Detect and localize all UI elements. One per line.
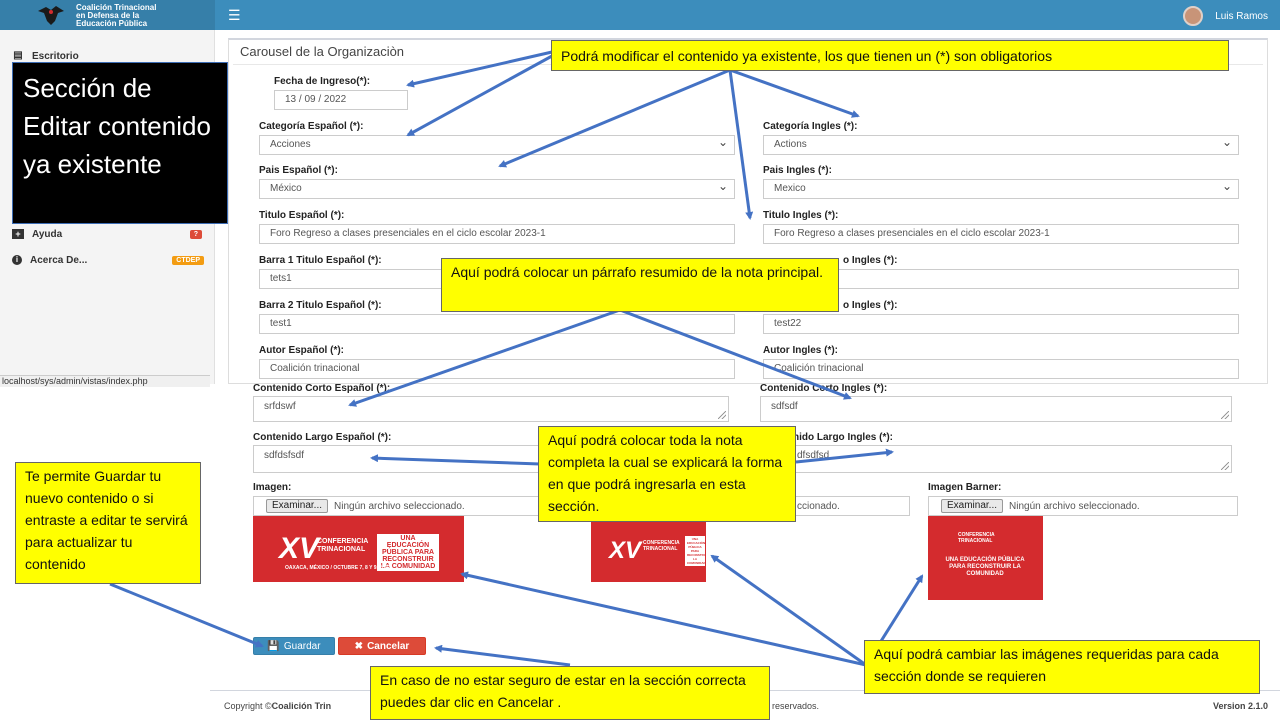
- top-navbar: Coalición Trinacional en Defensa de la E…: [0, 0, 1280, 30]
- banner-image-3: CONFERENCIA TRINACIONAL UNA EDUCACIÓN PÚ…: [928, 516, 1043, 617]
- footer-copyright: Copyright ©Coalición Trin: [224, 701, 331, 711]
- imagen-label: Imagen:: [253, 482, 292, 493]
- cat-es-select[interactable]: Acciones: [259, 135, 735, 155]
- save-button-label: Guardar: [283, 640, 321, 652]
- pais-en-select[interactable]: Mexico: [763, 179, 1239, 199]
- plus-square-icon: +: [12, 229, 24, 239]
- note-images: Aquí podrá cambiar las imágenes requerid…: [864, 640, 1260, 694]
- logo-line-1: Coalición Trinacional: [76, 3, 157, 12]
- pais-es-select[interactable]: México: [259, 179, 735, 199]
- banner-place: OAXACA, MÉXICO / OCTUBRE 7, 8 Y 9, 2022: [285, 565, 391, 571]
- cancel-button-label: Cancelar: [367, 640, 410, 652]
- titulo-es-label: Titulo Español (*):: [259, 210, 345, 221]
- examinar-button[interactable]: Examinar...: [941, 499, 1004, 513]
- user-name: Luis Ramos: [1215, 10, 1268, 22]
- footer-rights: reservados.: [772, 701, 820, 711]
- note-cancel: En caso de no estar seguro de estar en l…: [370, 666, 770, 720]
- avatar: [1183, 6, 1204, 26]
- pais-en-label: Pais Ingles (*):: [763, 165, 832, 176]
- contenido-largo-en-textarea[interactable]: dfsdfsd: [760, 445, 1232, 473]
- contenido-corto-en-textarea[interactable]: sdfsdf: [760, 396, 1232, 422]
- user-menu[interactable]: Luis Ramos: [1183, 6, 1268, 26]
- barra2-es-label: Barra 2 Titulo Español (*):: [259, 300, 382, 311]
- banner-image-2: XV CONFERENCIA TRINACIONAL UNA EDUCACIÓN…: [591, 516, 706, 582]
- barra2-es-input[interactable]: test1: [259, 314, 735, 334]
- page-title: Carousel de la Organizaciòn: [240, 44, 405, 59]
- cat-es-label: Categoría Español (*):: [259, 121, 364, 132]
- logo-text: Coalición Trinacional en Defensa de la E…: [76, 4, 156, 28]
- banner-number: XV: [609, 537, 642, 564]
- copyright-prefix: Copyright ©: [224, 701, 272, 711]
- note-full-content: Aquí podrá colocar toda la nota completa…: [538, 426, 796, 522]
- sidebar-item-acerca[interactable]: i Acerca De... CTDEP: [12, 252, 204, 268]
- titulo-en-label: Titulo Ingles (*):: [763, 210, 839, 221]
- fecha-label: Fecha de Ingreso(*):: [274, 76, 371, 87]
- banner-slogan: UNA EDUCACIÓN PÚBLICA PARA RECONSTRUIR L…: [685, 536, 706, 566]
- imagen-barner-file-input[interactable]: Examinar... Ningún archivo seleccionado.: [928, 496, 1238, 516]
- barra2-en-label: o Ingles (*):: [843, 300, 898, 311]
- autor-es-input[interactable]: Coalición trinacional: [259, 359, 735, 379]
- contenido-corto-es-label: Contenido Corto Español (*):: [253, 383, 391, 394]
- logo-line-2: en Defensa de la: [76, 11, 140, 20]
- fecha-input[interactable]: 13 / 09 / 2022: [274, 90, 408, 110]
- sidebar-item-ayuda[interactable]: + Ayuda ?: [12, 226, 204, 242]
- file-status: Ningún archivo seleccionado.: [1009, 500, 1140, 512]
- cancel-circle-icon: ✖: [354, 640, 364, 652]
- cat-en-label: Categoría Ingles (*):: [763, 121, 858, 132]
- contenido-largo-es-label: Contenido Largo Español (*):: [253, 432, 392, 443]
- banner-conf: CONFERENCIA TRINACIONAL: [643, 540, 680, 552]
- imagen-barner-label: Imagen Barner:: [928, 482, 1002, 493]
- examinar-button[interactable]: Examinar...: [266, 499, 329, 513]
- sidebar-item-escritorio[interactable]: ▤ Escritorio: [12, 48, 204, 64]
- note-summary: Aquí podrá colocar un párrafo resumido d…: [441, 258, 839, 312]
- note-save: Te permite Guardar tu nuevo contenido o …: [15, 462, 201, 584]
- info-icon: i: [12, 255, 22, 265]
- cancel-button[interactable]: ✖ Cancelar: [338, 637, 426, 655]
- banner-footer-strip: [928, 600, 1043, 617]
- eagle-logo-icon: [38, 6, 64, 25]
- banner-slogan: UNA EDUCACIÓN PÚBLICA PARA RECONSTRUIR L…: [377, 534, 439, 571]
- banner-conf: CONFERENCIA TRINACIONAL: [958, 532, 995, 544]
- imagen-file-input[interactable]: Examinar... Ningún archivo seleccionado.: [253, 496, 543, 516]
- banner-conf: CONFERENCIA TRINACIONAL: [317, 538, 369, 553]
- autor-en-input[interactable]: Coalición trinacional: [763, 359, 1239, 379]
- file-status: Ningún archivo seleccionado.: [334, 500, 465, 512]
- help-badge: ?: [189, 229, 202, 239]
- autor-es-label: Autor Español (*):: [259, 345, 344, 356]
- ctdep-badge: CTDEP: [172, 255, 204, 265]
- note-top: Podrá modificar el contenido ya existent…: [551, 40, 1229, 71]
- file-status: ccionado.: [797, 500, 840, 512]
- status-url: localhost/sys/admin/vistas/index.php: [0, 375, 210, 387]
- sidebar-item-label: Acerca De...: [30, 254, 88, 266]
- save-icon: 💾: [267, 640, 280, 652]
- barra1-es-label: Barra 1 Titulo Español (*):: [259, 255, 382, 266]
- logo-area[interactable]: Coalición Trinacional en Defensa de la E…: [0, 0, 215, 30]
- banner-slogan: UNA EDUCACIÓN PÚBLICA PARA RECONSTRUIR L…: [945, 557, 1025, 577]
- imagen2-file-input[interactable]: ccionado.: [760, 496, 910, 516]
- titulo-es-input[interactable]: Foro Regreso a clases presenciales en el…: [259, 224, 735, 244]
- sidebar-item-label: Ayuda: [32, 228, 63, 240]
- hamburger-menu-icon[interactable]: ☰: [228, 7, 241, 23]
- dashboard-icon: ▤: [13, 50, 23, 61]
- banner-number: XV: [279, 532, 320, 565]
- titulo-en-input[interactable]: Foro Regreso a clases presenciales en el…: [763, 224, 1239, 244]
- barra2-en-input[interactable]: test22: [763, 314, 1239, 334]
- autor-en-label: Autor Ingles (*):: [763, 345, 838, 356]
- logo-line-3: Educación Pública: [76, 19, 148, 28]
- pais-es-label: Pais Español (*):: [259, 165, 338, 176]
- banner-image-1: XV CONFERENCIA TRINACIONAL UNA EDUCACIÓN…: [253, 516, 464, 582]
- section-title-note: Sección de Editar contenido ya existente: [12, 62, 228, 224]
- footer-version: Version 2.1.0: [1212, 701, 1268, 711]
- barra1-en-label: o Ingles (*):: [843, 255, 898, 266]
- copyright-org: Coalición Trin: [271, 701, 332, 711]
- cat-en-select[interactable]: Actions: [763, 135, 1239, 155]
- contenido-corto-es-textarea[interactable]: srfdswf: [253, 396, 729, 422]
- sidebar-item-label: Escritorio: [32, 50, 79, 62]
- contenido-largo-en-label: nido Largo Ingles (*):: [793, 432, 893, 443]
- contenido-corto-en-label: Contenido Corto Ingles (*):: [760, 383, 888, 394]
- save-button[interactable]: 💾 Guardar: [253, 637, 335, 655]
